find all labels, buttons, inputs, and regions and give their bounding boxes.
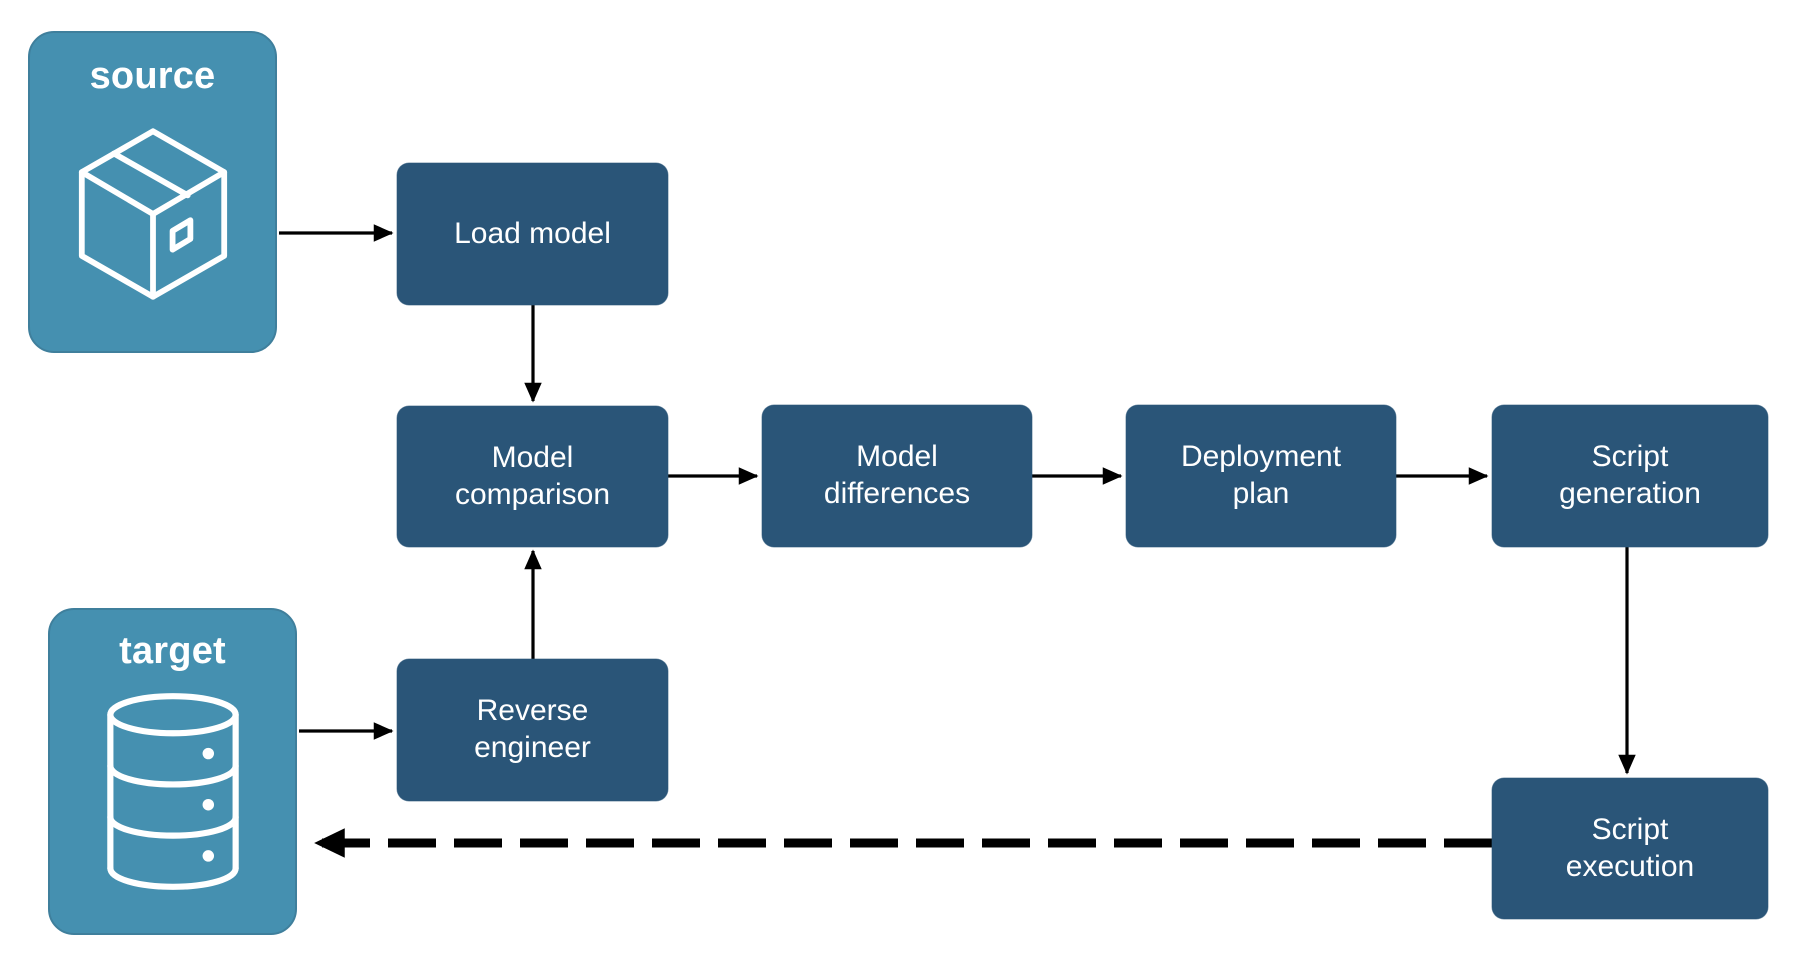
line-1: Reverse [476,694,589,728]
line-2: engineer [474,731,591,764]
database-cylinder-icon [20,670,325,933]
process-box-script-execution[interactable]: Script execution [1492,778,1768,919]
process-box-script-execution-label: Script execution [1566,812,1694,885]
line-2: plan [1232,477,1290,510]
process-box-model-comparison[interactable]: Model comparison [397,406,668,547]
line-1: Script [1591,812,1669,846]
line-2: differences [823,477,971,510]
process-box-model-differences[interactable]: Model differences [762,405,1032,547]
line-2: execution [1565,849,1695,883]
endpoint-source-label: source [89,55,216,97]
endpoint-target[interactable]: target [48,608,297,935]
line-1: Deployment [1180,440,1342,474]
process-box-load-model-label: Load model [454,216,611,250]
package-box-icon [6,95,299,351]
line-1: Model [491,440,574,474]
process-box-script-generation[interactable]: Script generation [1492,405,1768,547]
process-box-load-model[interactable]: Load model [397,163,668,305]
process-box-reverse-engineer-label: Reverse engineer [474,693,591,766]
process-box-reverse-engineer[interactable]: Reverse engineer [397,659,668,801]
endpoint-source[interactable]: source [28,31,277,353]
process-box-model-differences-label: Model differences [824,439,970,512]
line-2: comparison [454,477,611,511]
line-1: Model [856,440,938,474]
process-box-deployment-plan-label: Deployment plan [1181,439,1341,512]
process-box-model-comparison-label: Model comparison [455,440,610,513]
endpoint-target-label: target [119,630,226,672]
line-2: generation [1559,477,1701,510]
process-box-deployment-plan[interactable]: Deployment plan [1126,405,1396,547]
process-box-script-generation-label: Script generation [1559,439,1701,512]
line-1: Script [1591,440,1669,474]
